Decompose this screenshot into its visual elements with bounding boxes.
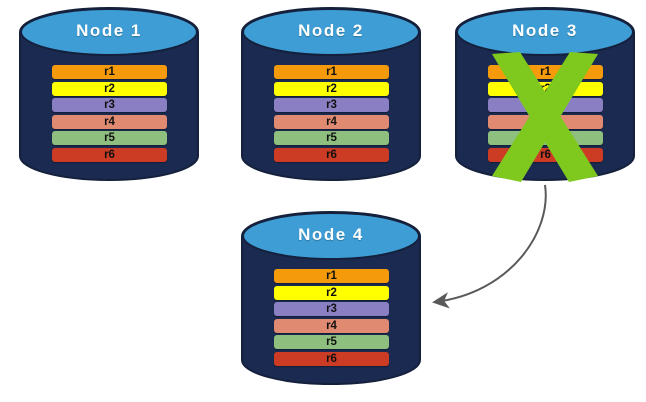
node-4-row-r1[interactable]: r1 <box>274 269 389 283</box>
cylinder-top-ellipse <box>456 8 634 56</box>
node-3-row-r4[interactable]: r4 <box>488 114 603 129</box>
cylinder-top-ellipse <box>242 212 420 260</box>
node-3-row-r3[interactable]: r3 <box>488 98 603 113</box>
node-2-row-r2[interactable]: r2 <box>274 81 389 96</box>
node-3-row-r6[interactable]: r6 <box>488 148 603 162</box>
node-2-row-r3[interactable]: r3 <box>274 98 389 113</box>
cylinder-top-ellipse <box>20 8 198 56</box>
node-1-row-r3[interactable]: r3 <box>52 98 167 113</box>
node-4-row-r2[interactable]: r2 <box>274 285 389 300</box>
node-2-row-r1[interactable]: r1 <box>274 65 389 79</box>
node-4-row-r3[interactable]: r3 <box>274 302 389 317</box>
node-4-row-r5[interactable]: r5 <box>274 335 389 350</box>
node-1-row-r5[interactable]: r5 <box>52 131 167 146</box>
node-3-row-r1[interactable]: r1 <box>488 65 603 79</box>
node-4-row-r6[interactable]: r6 <box>274 352 389 366</box>
node-2-row-r5[interactable]: r5 <box>274 131 389 146</box>
node-1-row-r1[interactable]: r1 <box>52 65 167 79</box>
node-4-row-r4[interactable]: r4 <box>274 318 389 333</box>
node-1-row-r2[interactable]: r2 <box>52 81 167 96</box>
cylinder-top-ellipse <box>242 8 420 56</box>
node-1-row-r4[interactable]: r4 <box>52 114 167 129</box>
node-2-row-r6[interactable]: r6 <box>274 148 389 162</box>
node-1-row-r6[interactable]: r6 <box>52 148 167 162</box>
arrow-node3-to-node4 <box>432 184 547 309</box>
node-2-row-r4[interactable]: r4 <box>274 114 389 129</box>
node-3-row-r2[interactable]: r2 <box>488 81 603 96</box>
node-3-row-r5[interactable]: r5 <box>488 131 603 146</box>
